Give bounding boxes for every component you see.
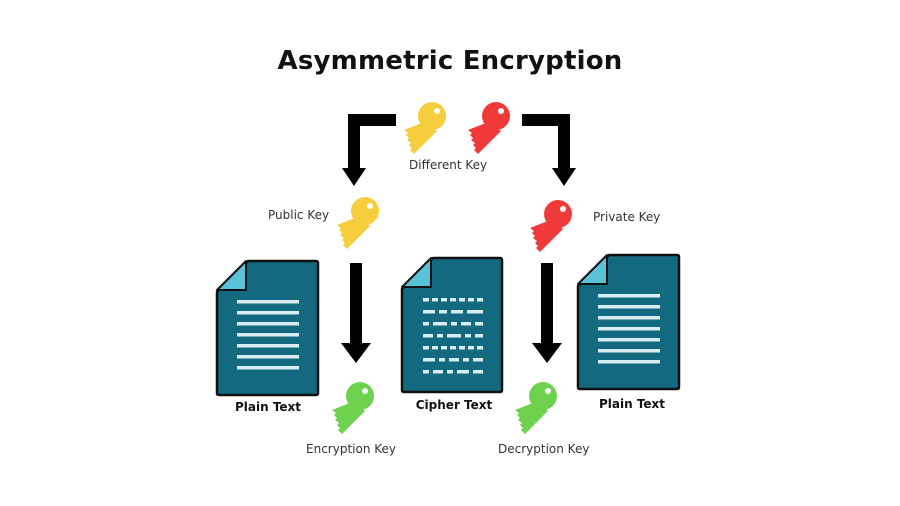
encryption-key-icon <box>332 382 374 434</box>
decryption-key-label: Decryption Key <box>498 442 590 456</box>
public-key-icon <box>337 197 379 249</box>
different-key-public-icon <box>404 102 446 154</box>
diagram-title: Asymmetric Encryption <box>277 46 623 76</box>
bracket-arrow-right <box>522 114 576 186</box>
cipher-text-label: Cipher Text <box>415 398 493 412</box>
plain-text-document-right-icon <box>576 253 681 391</box>
cipher-text-document-icon <box>400 256 504 394</box>
different-key-private-icon <box>468 102 510 154</box>
plain-text-document-left-icon <box>215 259 320 397</box>
encryption-key-label: Encryption Key <box>306 442 396 456</box>
private-key-icon <box>530 200 572 252</box>
different-key-label: Different Key <box>409 158 488 172</box>
private-key-label: Private Key <box>593 210 661 224</box>
decryption-key-icon <box>515 382 557 434</box>
plain-text-right-label: Plain Text <box>598 397 666 411</box>
arrow-down-right <box>532 263 562 363</box>
bracket-arrow-left <box>342 114 396 186</box>
public-key-label: Public Key <box>268 208 330 222</box>
arrow-down-left <box>341 263 371 363</box>
plain-text-left-label: Plain Text <box>234 400 302 414</box>
